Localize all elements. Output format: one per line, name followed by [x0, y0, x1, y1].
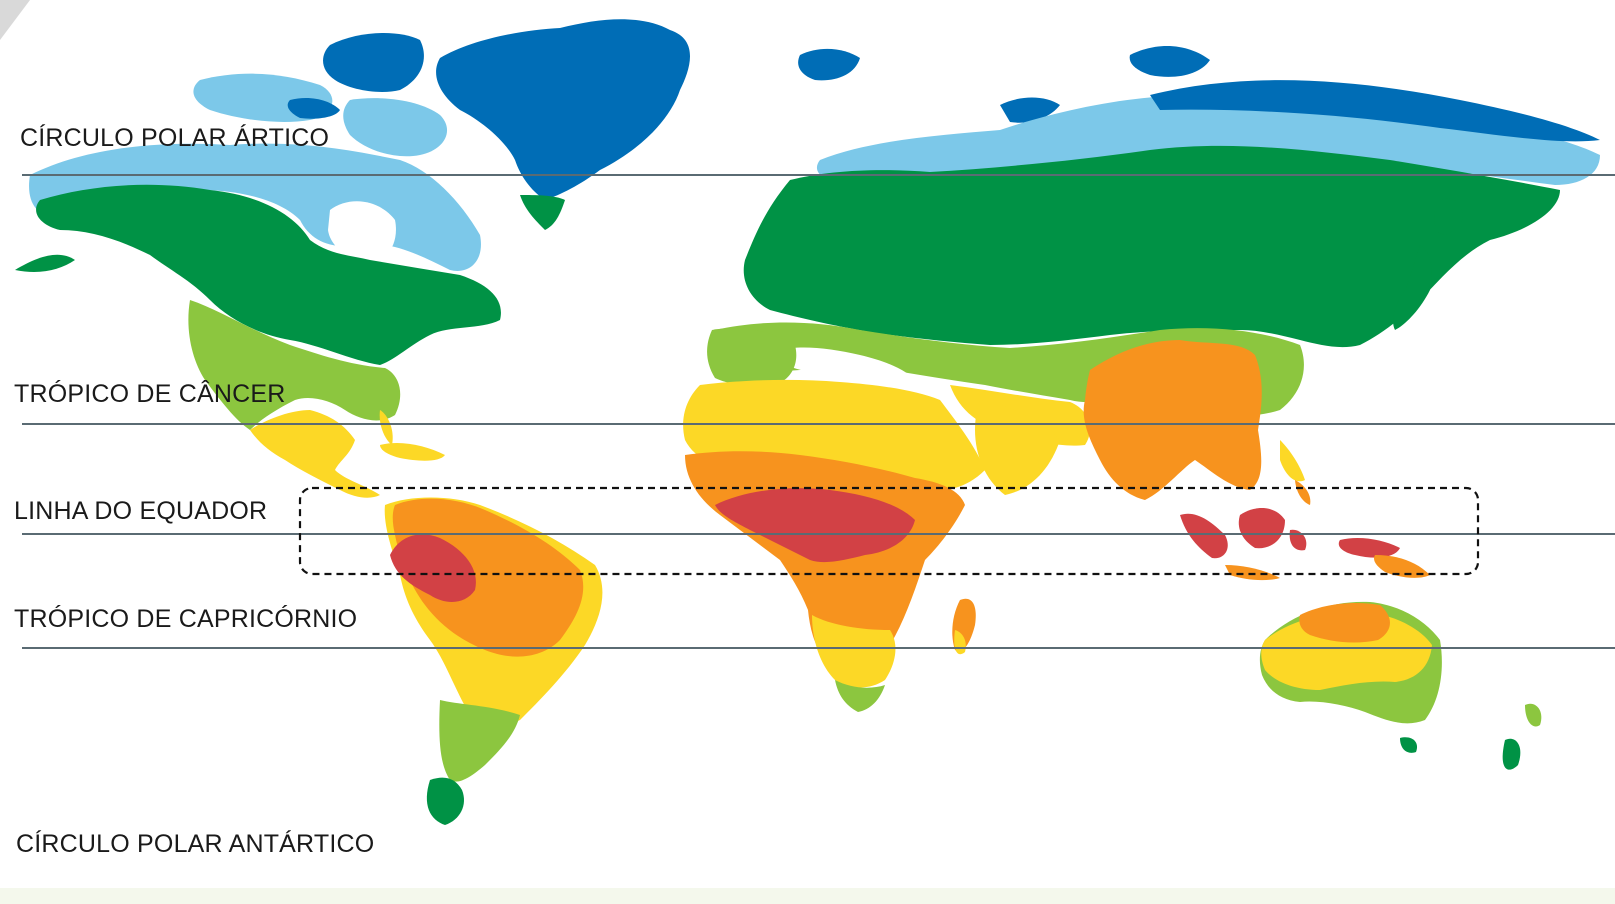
africa	[683, 328, 985, 712]
arctic-circle-label: CÍRCULO POLAR ÁRTICO	[20, 124, 330, 152]
equatorial-band-highlight	[298, 486, 1480, 576]
australia	[1259, 601, 1542, 770]
latitude-lines	[22, 174, 1615, 649]
bottom-band	[0, 888, 1615, 904]
tropic-of-cancer-label: TRÓPICO DE CÂNCER	[14, 380, 286, 408]
equator-label: LINHA DO EQUADOR	[14, 497, 268, 525]
maritime-southeast-asia	[1180, 508, 1430, 581]
eurasia	[711, 45, 1600, 505]
north-america	[15, 33, 501, 498]
corner-decoration	[0, 0, 30, 40]
antarctic-circle-label: CÍRCULO POLAR ANTÁRTICO	[16, 830, 375, 858]
greenland	[436, 19, 690, 230]
south-america	[384, 497, 603, 825]
tropic-of-capricorn-label: TRÓPICO DE CAPRICÓRNIO	[14, 605, 358, 633]
